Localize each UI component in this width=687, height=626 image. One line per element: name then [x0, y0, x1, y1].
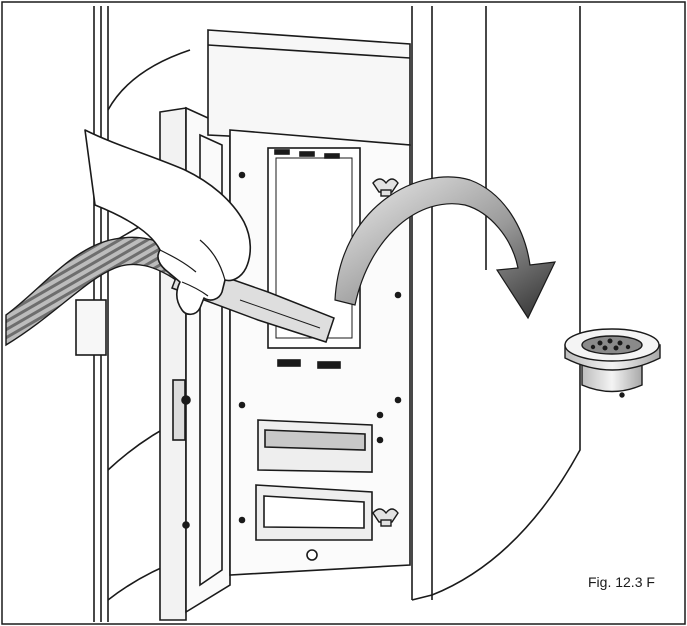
door-hinge [172, 379, 186, 441]
stove-body-left [75, 6, 191, 622]
curved-arrow-icon [334, 176, 557, 320]
burner-pot-icon [564, 328, 661, 398]
stove-body-right [411, 6, 581, 601]
wing-screw-icon [372, 508, 399, 527]
panel-bolt [306, 549, 318, 561]
figure-caption: Fig. 12.3 F [588, 574, 655, 590]
wing-screw-icon [372, 178, 399, 197]
hand-icon [84, 129, 252, 316]
